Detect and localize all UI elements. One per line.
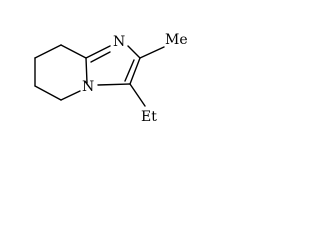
bond-c2-methyl bbox=[139, 46, 165, 59]
substituent-bonds bbox=[129, 46, 165, 107]
bond-c3-ethyl bbox=[129, 83, 146, 107]
saturated-ring bbox=[34, 44, 87, 101]
imidazole-ring bbox=[85, 45, 141, 86]
bond-c2-c3-double bbox=[129, 57, 141, 85]
bond-c2-c3-double-inner bbox=[124, 59, 135, 82]
bond-c8-c7 bbox=[34, 44, 62, 59]
atom-label-n-imine: N bbox=[113, 34, 125, 50]
bond-c3-n4 bbox=[97, 83, 131, 86]
bond-n4-c8a bbox=[85, 57, 88, 84]
bond-n1-c2 bbox=[127, 45, 141, 59]
substituent-label-ethyl: Et bbox=[141, 109, 157, 125]
chemical-structure-diagram: N N Me Et bbox=[34, 32, 188, 125]
atom-label-n-bridge: N bbox=[82, 79, 94, 95]
bond-c6-c5 bbox=[34, 85, 62, 101]
bond-c8a-c8 bbox=[60, 44, 87, 59]
substituent-label-methyl: Me bbox=[165, 32, 188, 48]
bond-c8a-n1-double bbox=[85, 45, 111, 59]
bond-c5-n4 bbox=[60, 90, 81, 101]
bond-c8a-n1-double-inner bbox=[90, 51, 111, 63]
